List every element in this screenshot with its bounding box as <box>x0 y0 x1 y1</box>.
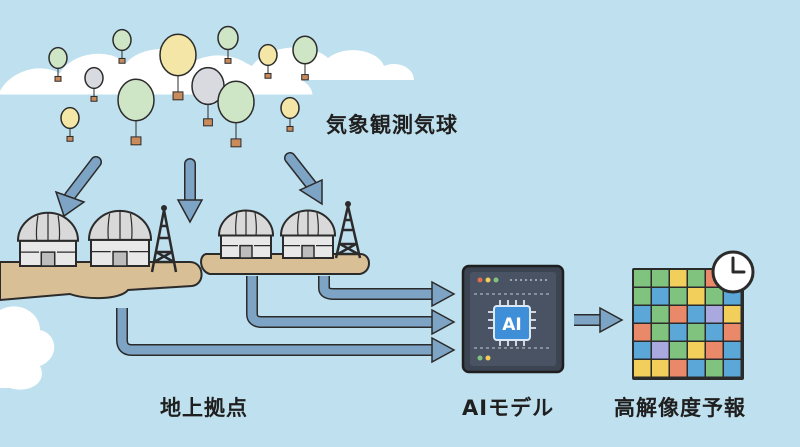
arrow-icon <box>284 152 323 206</box>
weather-balloons <box>48 25 318 148</box>
radio-tower-icon <box>150 205 178 273</box>
forecast-cell <box>652 324 669 341</box>
arrow-icon <box>54 156 102 218</box>
arrow-icon <box>176 158 204 224</box>
forecast-cell <box>688 288 705 305</box>
forecast-cell <box>670 306 687 323</box>
forecast-cell <box>652 306 669 323</box>
balloon-icon <box>292 35 318 81</box>
forecast-cell <box>670 342 687 359</box>
forecast-cell <box>634 270 651 287</box>
forecast-cell <box>724 306 741 323</box>
forecast-cell <box>706 324 723 341</box>
cloud-bottom-left <box>0 306 55 390</box>
observatory-dome-icon <box>279 209 337 259</box>
forecast-cell <box>688 342 705 359</box>
forecast-cell <box>652 270 669 287</box>
balloon-arrows <box>54 152 323 224</box>
forecast-cell <box>670 360 687 377</box>
forecast-cell <box>670 270 687 287</box>
observatory-dome-icon <box>87 209 153 267</box>
balloon-icon <box>117 78 155 146</box>
ai-model-server <box>461 264 565 374</box>
observatory-dome-icon <box>16 211 80 268</box>
balloons-label: 気象観測気球 <box>326 113 458 137</box>
forecast-cell <box>706 360 723 377</box>
ai-chip-label: AI <box>502 315 521 335</box>
radio-tower-icon <box>334 201 362 259</box>
forecast-cell <box>634 342 651 359</box>
forecast-cell <box>688 324 705 341</box>
forecast-cell <box>706 306 723 323</box>
forecast-cell <box>688 270 705 287</box>
balloon-icon <box>217 80 255 148</box>
ground-stations <box>16 209 337 268</box>
balloon-icon <box>112 28 132 64</box>
forecast-cell <box>706 342 723 359</box>
arrow-icon <box>574 306 624 334</box>
balloon-icon <box>84 66 104 102</box>
balloon-icon <box>48 46 68 82</box>
forecast-cell <box>688 360 705 377</box>
data-pipes <box>116 276 456 364</box>
forecast-cell <box>634 288 651 305</box>
forecast-cell <box>634 306 651 323</box>
forecast-cell <box>670 288 687 305</box>
forecast-cell <box>670 324 687 341</box>
clock-icon <box>711 250 755 294</box>
ground-left <box>0 261 203 302</box>
balloon-icon <box>60 106 80 142</box>
balloon-icon <box>280 96 300 132</box>
forecast-cell <box>652 360 669 377</box>
forecast-label: 高解像度予報 <box>614 396 746 420</box>
forecast-cell <box>724 360 741 377</box>
forecast-cell <box>634 360 651 377</box>
ai-chip-icon <box>488 300 536 346</box>
forecast-cell <box>724 324 741 341</box>
cloud-top-right <box>186 47 414 80</box>
forecast-cell <box>652 288 669 305</box>
balloon-icon <box>217 25 239 64</box>
observatory-dome-icon <box>217 209 275 259</box>
forecast-cell <box>652 342 669 359</box>
ai-model-label: AIモデル <box>462 396 555 420</box>
forecast-cell <box>634 324 651 341</box>
forecast-cell <box>688 306 705 323</box>
forecast-cell <box>724 342 741 359</box>
balloon-icon <box>258 43 278 79</box>
forecast-cell <box>706 288 723 305</box>
balloon-icon <box>191 66 225 127</box>
ground-stations-label: 地上拠点 <box>160 396 248 420</box>
balloon-icon <box>159 33 197 101</box>
